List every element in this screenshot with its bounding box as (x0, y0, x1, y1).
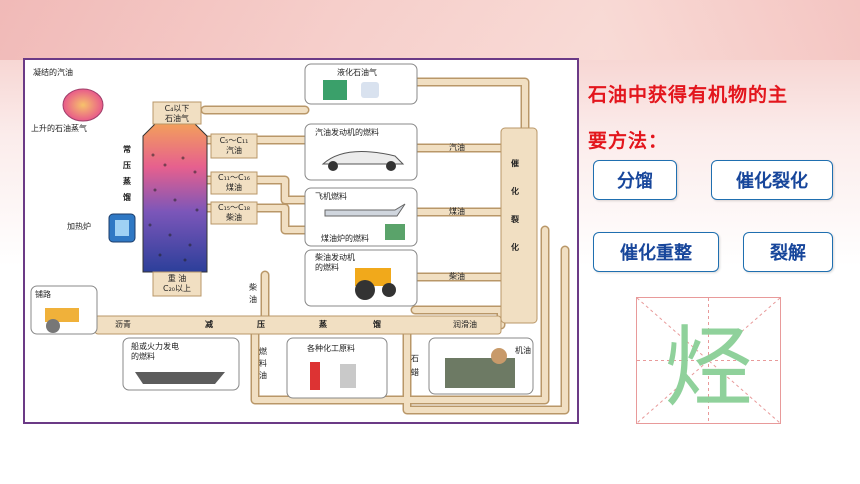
fraction-c4: C₄以下石油气 (164, 104, 190, 123)
heading-line1: 石油中获得有机物的主 (588, 84, 789, 106)
chem-raw-label: 各种化工原料 (307, 344, 355, 353)
plane-illustration (324, 203, 406, 240)
vacuum-3: 蒸 (319, 320, 327, 329)
c4-box (152, 101, 202, 125)
character-grid: 烃 (636, 297, 781, 424)
hydrocarbon-character: 烃 (664, 316, 753, 419)
tractor-illustration (355, 268, 396, 300)
vacuum-1: 减 (205, 320, 213, 329)
vacuum-4: 馏 (373, 320, 381, 329)
diesel-vertical-label: 柴油 (249, 283, 257, 304)
vacuum-bar (94, 315, 502, 335)
vapor-droplet (62, 88, 104, 122)
tower-title: 常压 蒸馏 (123, 145, 131, 202)
paraffin-label: 石蜡 (411, 354, 419, 377)
rising-vapor-label: 上升的石油蒸气 (31, 124, 87, 133)
chem-illustration (310, 362, 356, 390)
ship-fuel-label: 船或火力发电的燃料 (131, 342, 179, 361)
asphalt-label: 沥青 (115, 320, 131, 329)
diesel-engine-fuel-label: 柴油发动机的燃料 (315, 253, 355, 272)
jet-fuel-label: 飞机燃料 (315, 192, 347, 201)
grid-guides (637, 298, 780, 423)
catalytic-cracking-button[interactable]: 催化裂化 (711, 160, 833, 200)
gasoline-engine-fuel-label: 汽油发动机的燃料 (315, 128, 379, 137)
lpg-label: 液化石油气 (337, 68, 377, 77)
fractional-distillation-button[interactable]: 分馏 (593, 160, 677, 200)
vacuum-2: 压 (257, 320, 265, 329)
distillation-tower (142, 121, 208, 273)
diesel-pipe-label: 柴油 (449, 272, 465, 281)
lubricant-label: 润滑油 (453, 320, 477, 329)
car-illustration (321, 151, 405, 171)
fuel-oil-label: 燃料油 (259, 347, 267, 380)
stove-fuel-label: 煤油炉的燃料 (321, 234, 369, 243)
road-paving-label: 铺路 (35, 290, 51, 299)
lpg-illustration (323, 80, 379, 100)
ship-illustration (135, 372, 225, 384)
mechanic-illustration (445, 348, 515, 388)
pyrolysis-button[interactable]: 裂解 (743, 232, 833, 272)
heavy-oil-box (152, 271, 202, 297)
condensed-gasoline-label: 凝结的汽油 (33, 68, 73, 77)
engine-oil-label: 机油 (515, 346, 531, 355)
catalytic-cracking-label: 催化 裂化 (511, 159, 519, 252)
heating-furnace-label: 加热炉 (67, 222, 91, 231)
kerosene-pipe-label: 煤油 (449, 207, 465, 216)
header-band (0, 0, 860, 60)
heading-line2: 要方法： (588, 130, 669, 152)
gasoline-pipe-label: 汽油 (449, 143, 465, 152)
catalytic-reforming-button[interactable]: 催化重整 (593, 232, 719, 272)
diagram-graphics (30, 63, 570, 415)
cracking-column (500, 127, 538, 324)
roller-illustration (45, 308, 79, 333)
